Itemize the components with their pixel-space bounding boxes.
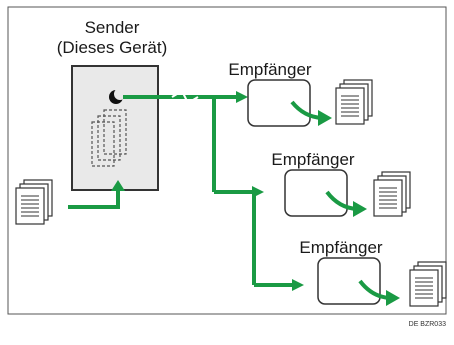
figure-code: DE BZR033 bbox=[409, 321, 446, 328]
receiver-3-device bbox=[317, 257, 381, 305]
receiver-3-label: Empfänger bbox=[299, 238, 382, 257]
receiver-1-documents-icon bbox=[335, 79, 373, 125]
receiver-1-label: Empfänger bbox=[228, 60, 311, 79]
sender-label-line2: (Dieses Gerät) bbox=[57, 38, 168, 57]
receiver-2: Empfänger bbox=[271, 150, 411, 217]
receiver-1: Empfänger bbox=[228, 60, 373, 127]
stored-document-icon bbox=[91, 109, 127, 167]
original-documents-icon bbox=[15, 179, 53, 225]
receiver-2-label: Empfänger bbox=[271, 150, 354, 169]
scan-arrow bbox=[68, 180, 125, 209]
receiver-3: Empfänger bbox=[299, 238, 447, 307]
receiver-2-device bbox=[284, 169, 348, 217]
transmission-lines bbox=[123, 89, 304, 291]
sender-device bbox=[71, 65, 159, 191]
receiver-2-documents-icon bbox=[373, 171, 411, 217]
receiver-3-documents-icon bbox=[409, 261, 447, 307]
sender-label-line1: Sender bbox=[85, 18, 140, 37]
receiver-1-device bbox=[247, 79, 311, 127]
